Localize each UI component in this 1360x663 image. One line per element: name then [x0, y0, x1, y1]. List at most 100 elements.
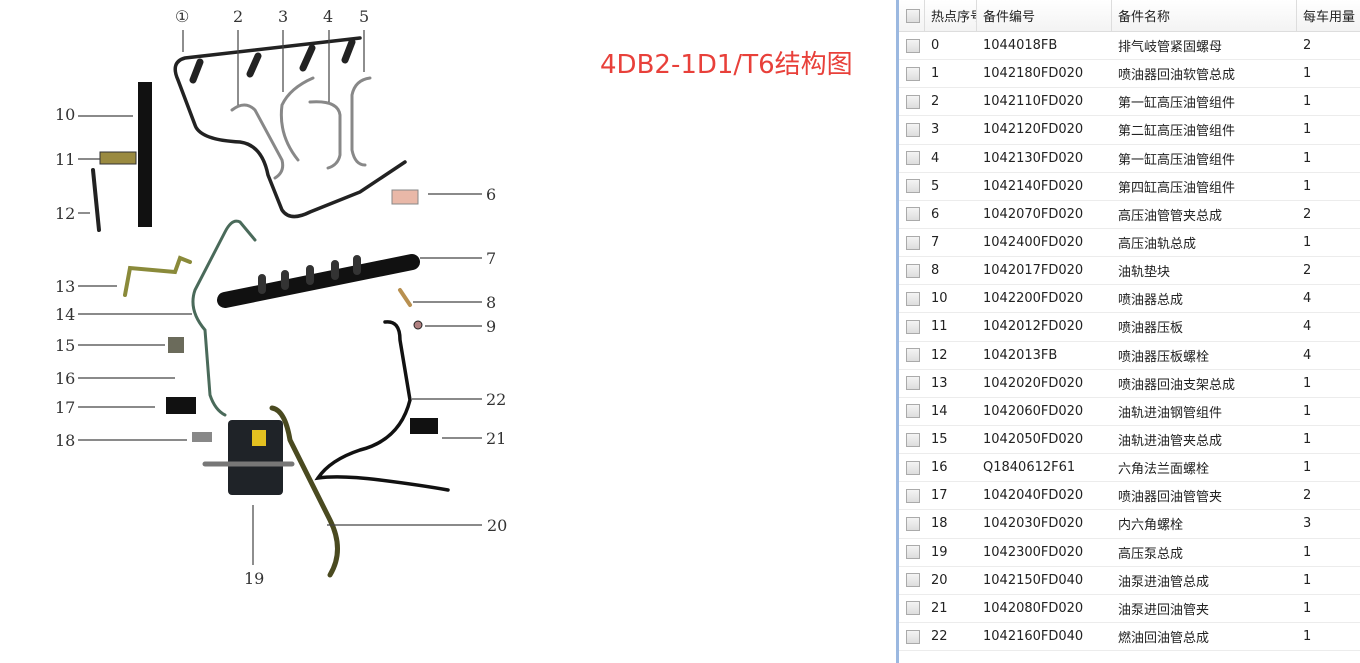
cell-name: 喷油器总成: [1118, 293, 1184, 309]
part-return-hose[interactable]: [173, 36, 407, 219]
row-checkbox[interactable]: [906, 38, 920, 53]
cell-qty: 1: [1303, 403, 1312, 419]
part-fuel-rail[interactable]: [217, 254, 420, 308]
cell-name: 高压油管管夹总成: [1118, 208, 1223, 224]
row-checkbox[interactable]: [906, 348, 920, 363]
cell-qty: 1: [1303, 66, 1312, 82]
row-checkbox[interactable]: [906, 404, 920, 419]
select-all-checkbox[interactable]: [906, 8, 920, 23]
row-checkbox[interactable]: [906, 376, 920, 391]
row-checkbox[interactable]: [906, 207, 920, 222]
cell-hot-no: 11: [931, 319, 948, 335]
row-checkbox[interactable]: [906, 319, 920, 334]
row-checkbox[interactable]: [906, 601, 920, 616]
cell-name: 高压泵总成: [1118, 546, 1184, 562]
parts-table: 热点序号 备件编号 备件名称 每车用量 01044018FB排气岐管紧固螺母21…: [896, 0, 1360, 663]
cell-qty: 1: [1303, 150, 1312, 166]
cell-hot-no: 18: [931, 516, 948, 532]
cell-name: 油轨进油钢管组件: [1118, 405, 1223, 421]
cell-code: 1042130FD020: [983, 150, 1084, 166]
cell-name: 第四缸高压油管组件: [1118, 180, 1236, 196]
cell-name: 油轨垫块: [1118, 265, 1171, 281]
header-name[interactable]: 备件名称: [1112, 0, 1297, 31]
callout-6: 6: [486, 185, 496, 204]
cell-code: 1042060FD020: [983, 403, 1084, 419]
callout-3: 3: [278, 7, 288, 26]
callout-labels: ① 2 3 4 5 6 7 8 9 10 11 12 13 14 15 16 1…: [55, 7, 507, 588]
cell-code: 1042180FD020: [983, 66, 1084, 82]
row-checkbox[interactable]: [906, 545, 920, 560]
cell-qty: 4: [1303, 347, 1312, 363]
callout-7: 7: [486, 249, 496, 268]
cell-hot-no: 20: [931, 572, 948, 588]
row-checkbox[interactable]: [906, 488, 920, 503]
cell-qty: 3: [1303, 516, 1312, 532]
cell-name: 喷油器回油软管总成: [1118, 68, 1236, 84]
callout-20: 20: [487, 516, 507, 535]
cell-qty: 1: [1303, 122, 1312, 138]
cell-hot-no: 13: [931, 375, 948, 391]
cell-name: 油轨进油管夹总成: [1118, 434, 1223, 450]
row-checkbox[interactable]: [906, 291, 920, 306]
cell-hot-no: 6: [931, 206, 940, 222]
row-checkbox[interactable]: [906, 66, 920, 81]
row-checkbox[interactable]: [906, 151, 920, 166]
table-header: 热点序号 备件编号 备件名称 每车用量: [899, 0, 1360, 32]
row-checkbox[interactable]: [906, 432, 920, 447]
row-checkbox[interactable]: [906, 629, 920, 644]
cell-code: 1044018FB: [983, 38, 1058, 54]
row-checkbox[interactable]: [906, 235, 920, 250]
cell-code: 1042400FD020: [983, 235, 1084, 251]
cell-name: 喷油器回油管管夹: [1118, 490, 1223, 506]
header-code[interactable]: 备件编号: [977, 0, 1112, 31]
cell-name: 第二缸高压油管组件: [1118, 124, 1236, 140]
cell-code: 1042017FD020: [983, 263, 1084, 279]
part-injector[interactable]: [138, 82, 152, 227]
header-qty[interactable]: 每车用量: [1297, 0, 1360, 31]
callout-22: 22: [486, 390, 506, 409]
cell-qty: 4: [1303, 291, 1312, 307]
cell-name: 第一缸高压油管组件: [1118, 96, 1236, 112]
row-checkbox[interactable]: [906, 460, 920, 475]
cell-hot-no: 17: [931, 488, 948, 504]
part-high-pressure-pump[interactable]: [228, 420, 283, 495]
row-checkbox[interactable]: [906, 94, 920, 109]
cell-code: 1042012FD020: [983, 319, 1084, 335]
cell-code: 1042020FD020: [983, 375, 1084, 391]
cell-code: 1042110FD020: [983, 94, 1084, 110]
cell-qty: 1: [1303, 375, 1312, 391]
cell-qty: 2: [1303, 206, 1312, 222]
header-hot-no[interactable]: 热点序号: [925, 0, 977, 31]
row-checkbox[interactable]: [906, 516, 920, 531]
row-checkbox[interactable]: [906, 263, 920, 278]
cell-name: 燃油回油管总成: [1118, 631, 1210, 647]
row-checkbox[interactable]: [906, 122, 920, 137]
row-checkbox[interactable]: [906, 573, 920, 588]
parts-exploded-diagram: ① 2 3 4 5 6 7 8 9 10 11 12 13 14 15 16 1…: [55, 7, 507, 588]
cell-qty: 1: [1303, 544, 1312, 560]
callout-18: 18: [55, 431, 75, 450]
row-checkbox[interactable]: [906, 179, 920, 194]
